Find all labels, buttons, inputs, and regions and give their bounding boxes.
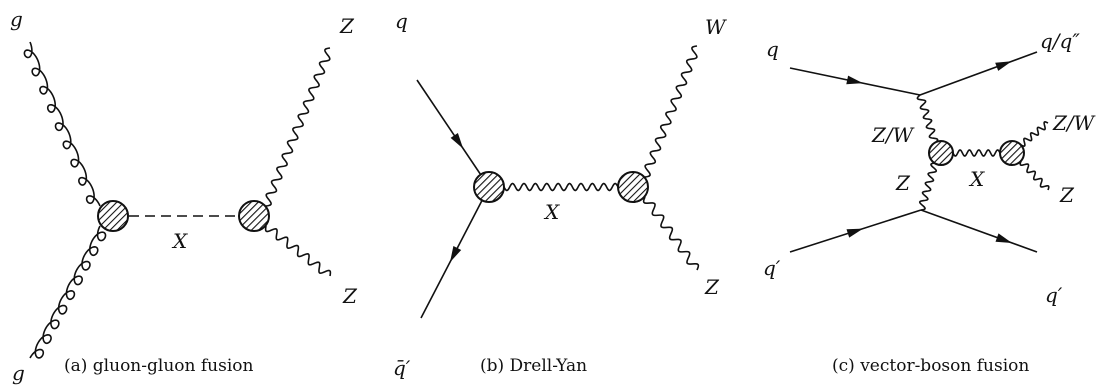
diagram-a: g g X Z Z [10, 7, 358, 385]
vector-boson-line-bottom [918, 162, 938, 211]
z-boson-line-top [265, 47, 331, 207]
label-antiquark-in-bottom: q̄′ [393, 356, 411, 380]
label-mediator: X [543, 200, 560, 224]
fermion-arrow [846, 75, 863, 85]
label-decay-bottom: Z [1059, 183, 1075, 207]
label-boson-bottom: Z [895, 171, 911, 195]
fermion-arrow-top [450, 133, 464, 149]
gluon-line-top [23, 41, 101, 207]
label-gluon-in-bottom: g [12, 361, 25, 385]
label-quark-in-bottom: q′ [763, 256, 781, 280]
label-z-out-top: Z [339, 14, 355, 38]
decay-boson-line-bottom [1019, 160, 1050, 191]
decay-vertex-blob [999, 140, 1025, 166]
decay-vertex-blob [617, 171, 649, 203]
label-gluon-in-top: g [10, 7, 23, 31]
fermion-arrow [846, 228, 864, 238]
label-quark-in-top: q [766, 37, 779, 61]
diagram-b: q q̄′ X W Z [393, 9, 727, 380]
caption-c: (c) vector-boson fusion [832, 356, 1030, 376]
caption-b: (b) Drell-Yan [480, 356, 588, 376]
fermion-arrow [995, 233, 1012, 243]
gluon-line-bottom [29, 225, 107, 359]
production-vertex-blob [473, 171, 505, 203]
quark-line-in-top [416, 79, 490, 188]
vector-propagator [503, 182, 619, 192]
vector-propagator [952, 149, 1001, 157]
w-boson-line-top [644, 45, 698, 178]
production-vertex-blob [97, 200, 129, 232]
label-decay-top: Z/W [1052, 111, 1096, 135]
quark-line-out-bottom [920, 209, 1038, 253]
label-w-out-top: W [705, 15, 727, 39]
diagram-c: q q/q″ Z/W Z X Z/W Z q′ q′ [763, 29, 1096, 307]
decay-vertex-blob [238, 200, 270, 232]
z-boson-line-bottom [642, 196, 700, 271]
z-boson-line-bottom [264, 225, 332, 277]
fermion-arrow-bottom [450, 246, 462, 263]
fermion-arrow [995, 61, 1012, 71]
decay-boson-line-top [1020, 121, 1049, 147]
production-vertex-blob [928, 140, 954, 166]
label-quark-out-bottom: q′ [1045, 283, 1063, 307]
label-quark-in-top: q [395, 9, 408, 33]
quark-line-out-top [919, 51, 1038, 96]
label-boson-top: Z/W [871, 123, 915, 147]
vector-boson-line-top [916, 94, 939, 144]
label-mediator: X [171, 229, 188, 253]
label-quark-out-top: q/q″ [1040, 29, 1080, 53]
label-z-out-bottom: Z [704, 275, 720, 299]
label-mediator: X [968, 167, 985, 191]
caption-a: (a) gluon-gluon fusion [64, 356, 254, 376]
label-z-out-bottom: Z [342, 284, 358, 308]
